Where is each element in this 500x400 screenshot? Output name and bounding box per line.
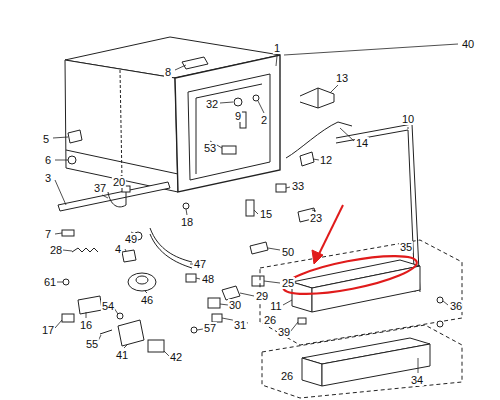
- callout-number: 8: [164, 66, 172, 78]
- callout-number: 35: [399, 241, 413, 253]
- callout-number: 28: [49, 244, 63, 256]
- callout-number: 54: [101, 300, 115, 312]
- callout-number: 12: [319, 154, 333, 166]
- callout-number: 41: [115, 349, 129, 361]
- callout-number: 17: [41, 324, 55, 336]
- callout-number: 26: [263, 314, 277, 326]
- callout-number: 5: [42, 133, 50, 145]
- callout-number: 40: [461, 38, 475, 50]
- callout-number: 61: [43, 276, 57, 288]
- callout-number: 25: [281, 277, 295, 289]
- callout-number: 48: [201, 273, 215, 285]
- callout-number: 30: [228, 299, 242, 311]
- callout-number: 42: [169, 351, 183, 363]
- callout-number: 23: [309, 212, 323, 224]
- callout-number: 26: [280, 370, 294, 382]
- callout-number: 13: [335, 72, 349, 84]
- callout-number: 33: [291, 180, 305, 192]
- callout-number: 39: [277, 326, 291, 338]
- callout-number: 4: [114, 243, 122, 255]
- callout-number: 36: [449, 300, 463, 312]
- callout-number: 34: [410, 374, 424, 386]
- callout-number: 18: [180, 216, 194, 228]
- callout-number: 57: [203, 322, 217, 334]
- callout-number: 49: [124, 233, 138, 245]
- callout-number: 47: [193, 258, 207, 270]
- callout-number: 32: [205, 98, 219, 110]
- callout-number: 50: [281, 246, 295, 258]
- callout-number: 6: [44, 154, 52, 166]
- callout-number: 20: [112, 176, 126, 188]
- callout-number: 10: [401, 113, 415, 125]
- callout-number: 29: [255, 290, 269, 302]
- callout-number: 16: [79, 319, 93, 331]
- callout-number: 55: [85, 338, 99, 350]
- callout-number: 46: [140, 294, 154, 306]
- callout-number: 2: [260, 114, 268, 126]
- callout-number: 7: [44, 228, 52, 240]
- callout-number: 31: [233, 319, 247, 331]
- callout-number: 1: [273, 42, 281, 54]
- callout-number: 37: [93, 182, 107, 194]
- callout-number: 53: [203, 142, 217, 154]
- callout-number: 14: [355, 137, 369, 149]
- callout-number: 15: [259, 208, 273, 220]
- callout-number: 3: [44, 172, 52, 184]
- callout-number: 11: [269, 300, 282, 312]
- callout-number: 9: [234, 110, 242, 122]
